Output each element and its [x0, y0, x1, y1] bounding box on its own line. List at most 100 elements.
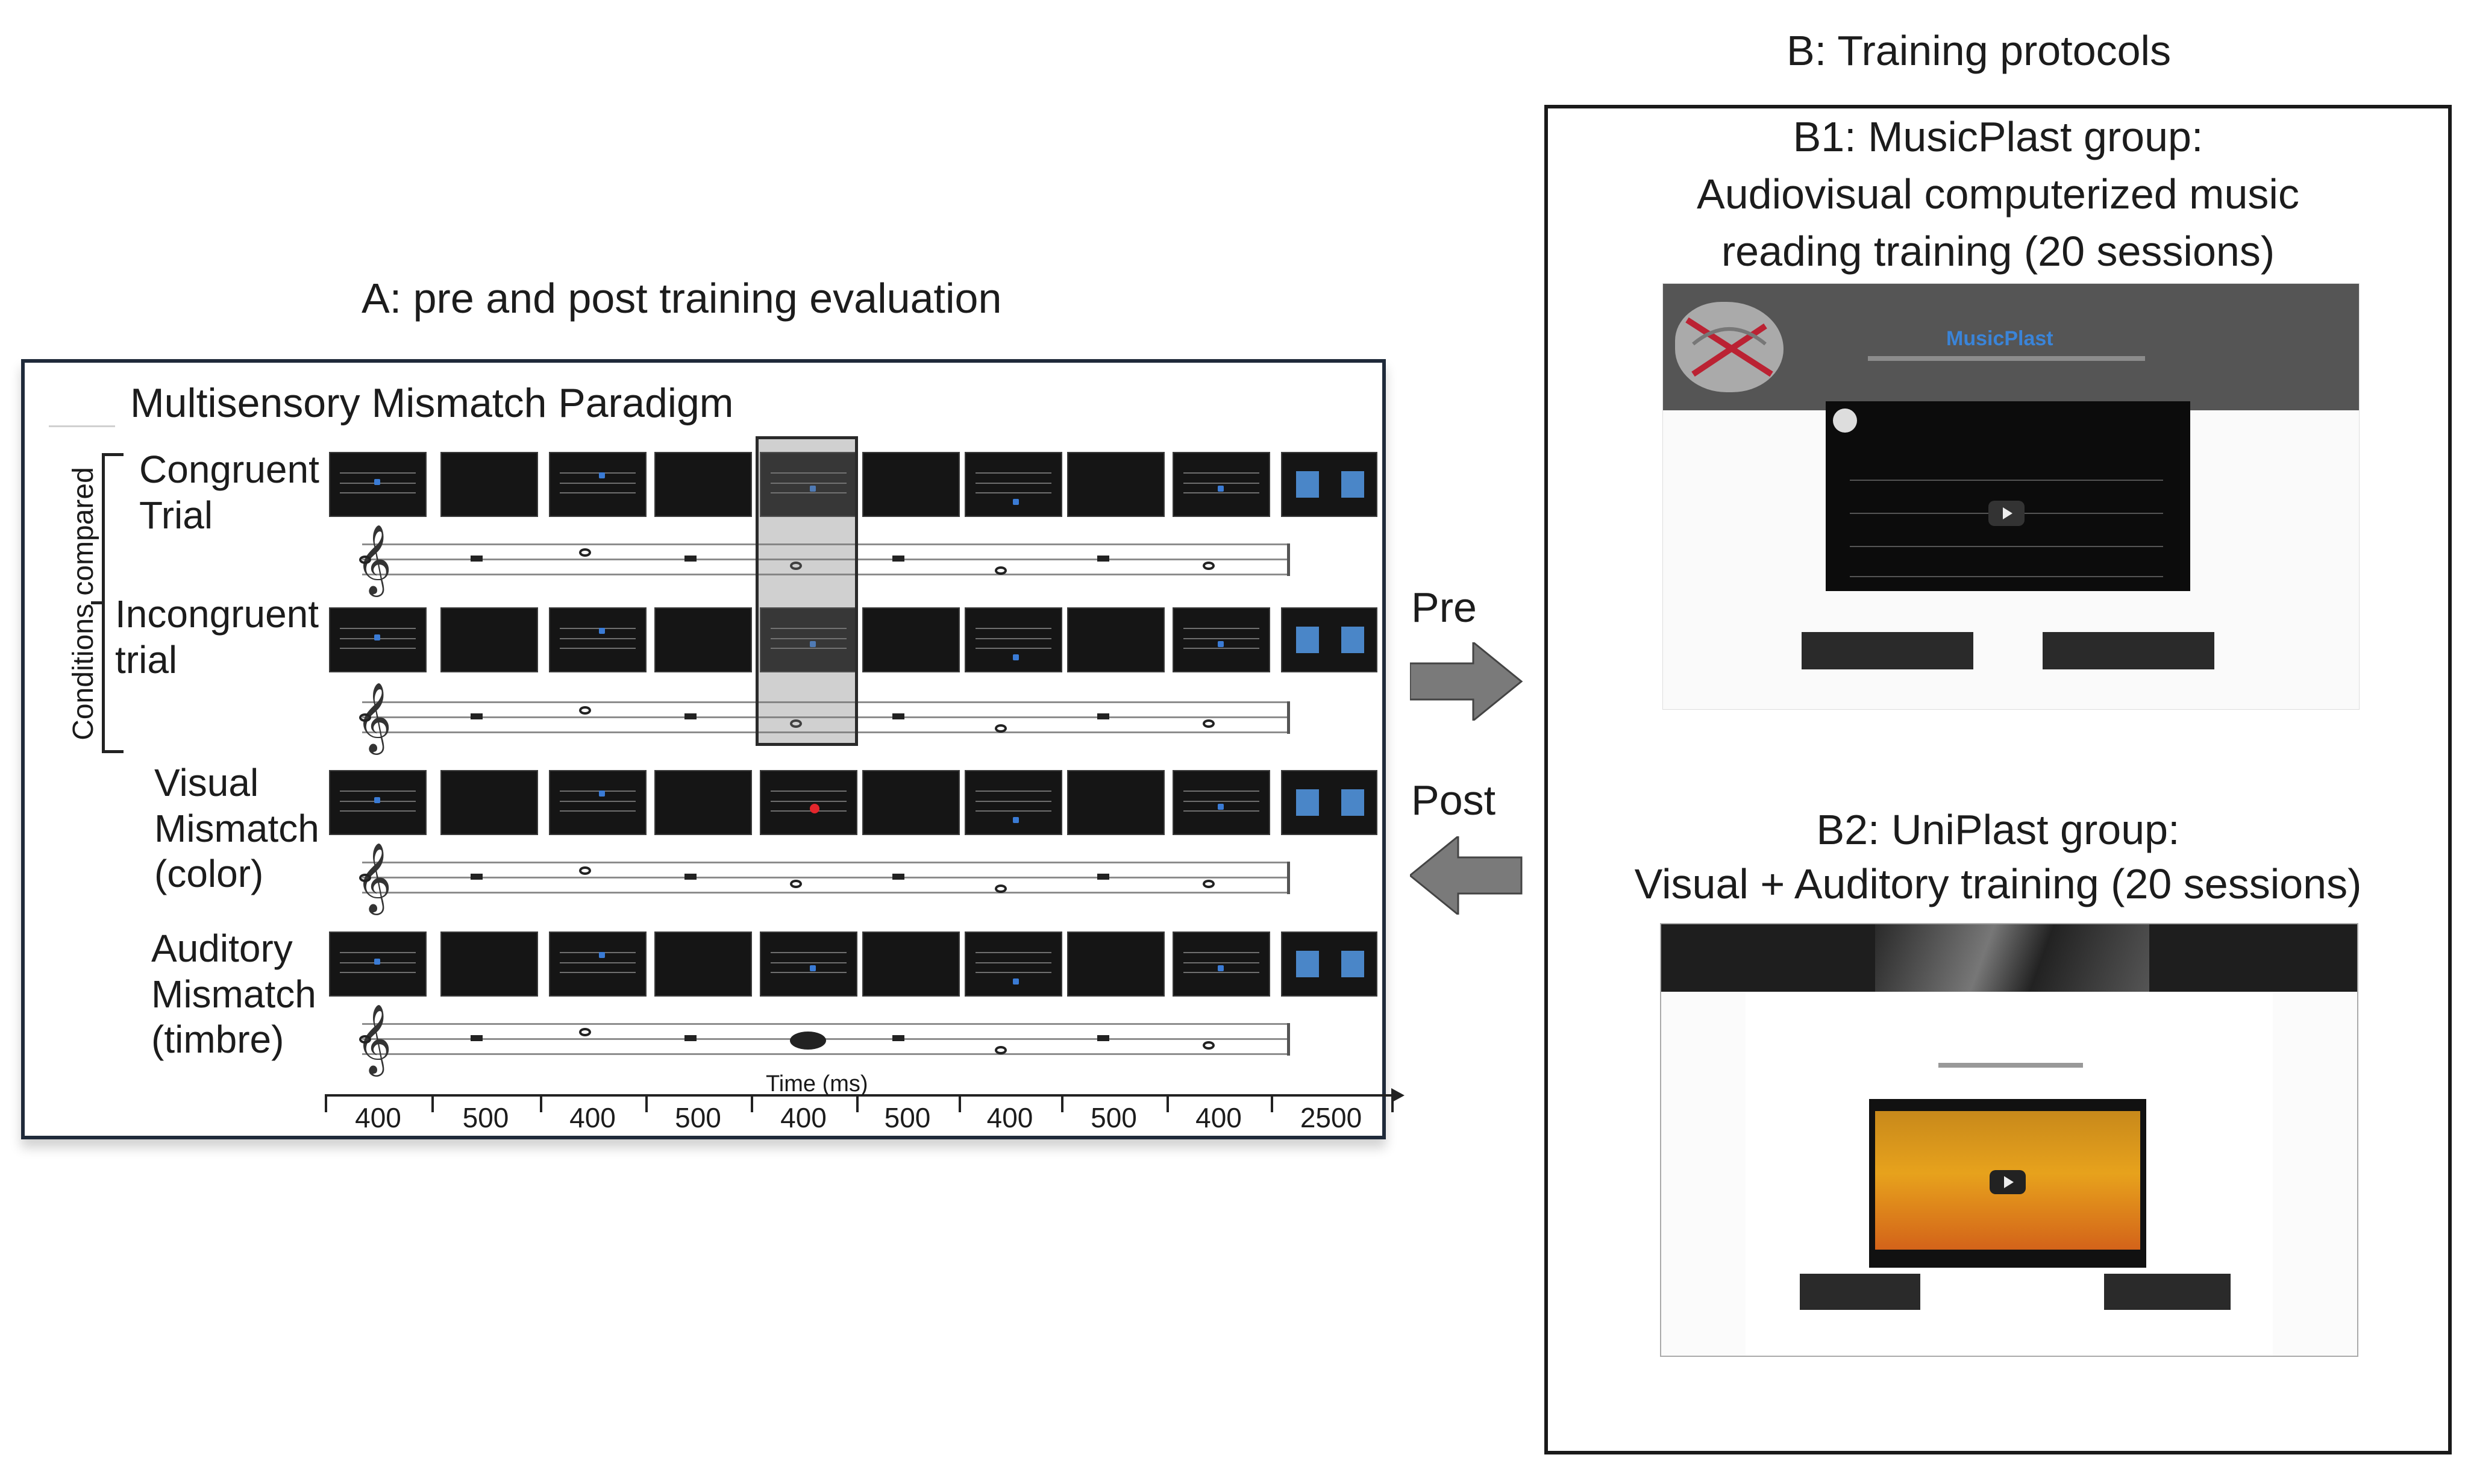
stimulus-screen — [760, 452, 857, 517]
screen-staff-line — [559, 800, 636, 802]
whole-note-icon — [790, 562, 802, 570]
end-barline — [1287, 701, 1290, 734]
note-dot — [599, 628, 605, 634]
note-dot — [810, 965, 816, 971]
stimulus-screen — [760, 770, 857, 835]
whole-note-icon — [1203, 719, 1215, 728]
screen-staff-line — [1183, 810, 1260, 812]
b1-app-header: MusicPlast — [1663, 284, 2359, 410]
screen-staff-line — [559, 952, 636, 954]
stimulus-screen — [549, 770, 647, 835]
staff-line — [362, 1038, 1290, 1040]
time-tick — [1061, 1094, 1063, 1112]
bracket-tick — [91, 601, 103, 604]
stimulus-screen — [965, 931, 1062, 997]
end-square — [1296, 951, 1319, 977]
screen-staff-line — [975, 637, 1052, 639]
music-staff: 𝄞 — [356, 529, 1290, 589]
play-icon — [1990, 1170, 2026, 1194]
end-barline — [1287, 543, 1290, 576]
time-value-label: 500 — [675, 1102, 721, 1133]
time-value-label: 400 — [355, 1102, 401, 1133]
screen-staff-line — [1183, 637, 1260, 639]
screen-staff-line — [1183, 971, 1260, 973]
note-dot — [374, 479, 380, 486]
note-dot — [374, 797, 380, 804]
stimulus-screen — [760, 607, 857, 672]
screen-staff-line — [770, 482, 847, 484]
staff-line — [362, 559, 1290, 560]
rest-icon — [471, 1035, 483, 1041]
note-dot — [1217, 486, 1224, 492]
note-dot — [810, 641, 816, 647]
whole-note-icon — [579, 1028, 591, 1036]
end-square — [1341, 789, 1364, 816]
stimulus-screen — [1173, 452, 1270, 517]
b1-app-screenshot: MusicPlast — [1662, 283, 2360, 710]
screen-staff-line — [559, 637, 636, 639]
stimulus-screen — [862, 607, 960, 672]
staff-line — [362, 574, 1290, 575]
stimulus-screen — [654, 607, 752, 672]
conditions-bracket — [102, 453, 124, 753]
note-dot — [1217, 804, 1224, 810]
stimulus-screen — [1173, 607, 1270, 672]
stimulus-sequence: 𝄞𝄞𝄞𝄞 — [25, 363, 1382, 1136]
note-dot — [1217, 641, 1224, 647]
stimulus-screen — [1067, 607, 1165, 672]
staff-line — [1850, 576, 2163, 577]
end-square — [1296, 471, 1319, 498]
screen-staff-line — [770, 472, 847, 474]
staff-line — [362, 701, 1290, 703]
screen-staff-line — [770, 810, 847, 812]
time-value-label: 500 — [1091, 1102, 1137, 1133]
b2-app-screenshot — [1660, 923, 2358, 1357]
stimulus-screen — [1067, 770, 1165, 835]
staff-line — [362, 1023, 1290, 1025]
stimulus-screen — [549, 607, 647, 672]
screen-staff-line — [1183, 791, 1260, 792]
staff-line — [362, 543, 1290, 545]
rest-icon — [1097, 556, 1109, 562]
screen-staff-line — [559, 810, 636, 812]
note-dot — [1012, 816, 1019, 823]
stimulus-screen — [654, 770, 752, 835]
screen-staff-line — [770, 628, 847, 630]
music-staff: 𝄞 — [356, 847, 1290, 907]
b2-title: B2: UniPlast group: Visual + Auditory tr… — [1634, 806, 2362, 907]
rest-icon — [1097, 713, 1109, 719]
screen-staff-line — [770, 791, 847, 792]
paradigm-title: Multisensory Mismatch Paradigm — [130, 380, 734, 426]
whole-note-icon — [359, 874, 371, 882]
screen-staff-line — [1183, 647, 1260, 649]
panel-b-heading: B: Training protocols — [1787, 27, 2172, 74]
music-staff: 𝄞 — [356, 687, 1290, 747]
highlight-column — [756, 436, 858, 746]
staff-line — [362, 731, 1290, 733]
timbre-note-icon — [790, 1032, 826, 1050]
stimulus-screen — [549, 452, 647, 517]
screen-staff-line — [559, 647, 636, 649]
rest-icon — [471, 874, 483, 880]
note-dot — [810, 486, 816, 492]
rest-icon — [1097, 1035, 1109, 1041]
note-dot — [1217, 965, 1224, 971]
time-tick — [1271, 1094, 1273, 1112]
mismatch-note-dot — [810, 804, 819, 813]
note-dot — [374, 634, 380, 641]
screen-staff-line — [975, 962, 1052, 963]
stimulus-screen — [329, 452, 427, 517]
b1-app-subtitle — [1868, 356, 2145, 361]
screen-staff-line — [1183, 492, 1260, 493]
whole-note-icon — [359, 1035, 371, 1044]
rest-icon — [892, 556, 904, 562]
stimulus-screen — [862, 770, 960, 835]
screen-staff-line — [770, 962, 847, 963]
end-square — [1341, 627, 1364, 653]
whole-note-icon — [359, 713, 371, 722]
end-square — [1341, 951, 1364, 977]
screen-staff-line — [559, 492, 636, 493]
stimulus-screen — [965, 770, 1062, 835]
whole-note-icon — [995, 1046, 1007, 1054]
